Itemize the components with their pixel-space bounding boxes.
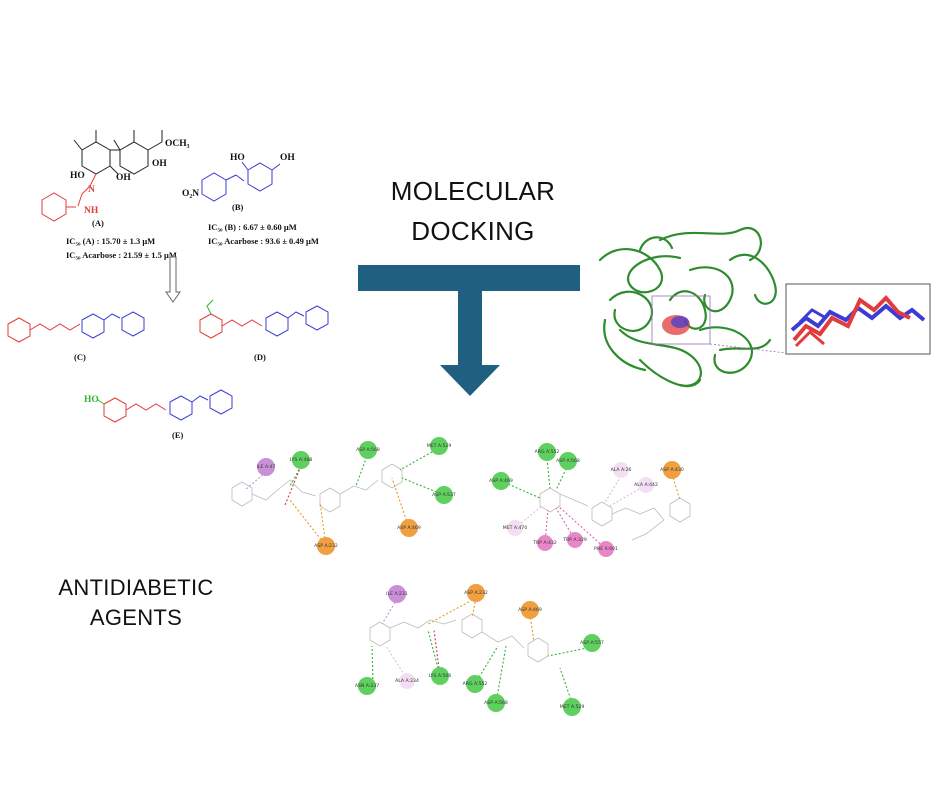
group-oh-b: OH: [280, 153, 295, 163]
map2-res-0: ARG A:552: [535, 449, 560, 455]
group-nh-a: NH: [84, 206, 99, 216]
map1-res-5: ASP A:469: [397, 525, 421, 531]
map3-res-6: LYS A:506: [429, 673, 452, 679]
outcome-title-line1: ANTIDIABETIC: [58, 575, 214, 600]
map2-res-7: TRP A:432: [532, 540, 557, 546]
map3-res-4: ASN A:237: [355, 683, 379, 689]
group-och3-a: OCH₃: [165, 139, 190, 149]
interaction-map-2: ARG A:552 ASP A:568 ASP A:469 ALA A:26 A…: [489, 443, 691, 557]
group-ho-a: HO: [70, 171, 85, 181]
outcome-title-line2: AGENTS: [89, 605, 183, 630]
compound-e-structure: [97, 389, 233, 423]
map3-res-5: ALA A:234: [395, 678, 419, 684]
compound-b-ic50-2: IC₅₀ Acarbose : 93.6 ± 0.49 μM: [208, 236, 319, 246]
protein-ligand-site: [651, 295, 787, 354]
compound-a-labels: HO OH OH OCH₃ NH N (A) IC₅₀ (A) : 15.70 …: [66, 139, 190, 260]
compound-b-ic50-1: IC₅₀ (B) : 6.67 ± 0.60 μM: [208, 222, 297, 232]
map2-res-9: PHE A:601: [594, 546, 618, 552]
map2-res-1: ASP A:568: [556, 458, 580, 464]
compound-d-structure: [199, 299, 329, 339]
compound-a-ic50-1: IC₅₀ (A) : 15.70 ± 1.3 μM: [66, 236, 155, 246]
compound-c-structure: [7, 311, 145, 343]
map1-res-4: ASP A:537: [432, 492, 456, 498]
map1-res-1: LYS A:488: [290, 457, 313, 463]
interaction-map-1: ILE A:47 LYS A:488 ASP A:568 MET A:529 A…: [231, 437, 456, 555]
map1-res-6: ASP A:232: [314, 543, 338, 549]
method-title: MOLECULAR DOCKING: [368, 174, 578, 248]
protein-structure: [598, 226, 777, 388]
map3-res-2: ASP A:469: [518, 607, 542, 613]
compound-c-label: (C): [74, 352, 86, 362]
map3-res-7: ARG A:552: [463, 681, 488, 687]
method-title-line2: DOCKING: [411, 216, 535, 246]
map1-res-3: MET A:529: [427, 443, 452, 449]
map2-res-2: ASP A:469: [489, 478, 513, 484]
compound-e-label: (E): [172, 430, 184, 440]
compound-a-label: (A): [92, 218, 104, 228]
group-n-a: N: [88, 185, 95, 195]
compound-b-label: (B): [232, 202, 244, 212]
outcome-title: ANTIDIABETIC AGENTS: [36, 573, 236, 633]
docking-flow-arrow: [358, 265, 580, 396]
compound-d-label: (D): [254, 352, 266, 362]
synthesis-arrow: [165, 256, 181, 303]
map2-res-6: MET A:470: [503, 525, 528, 531]
ligand-overlay-inset: [785, 283, 931, 355]
group-oh-a1: OH: [116, 173, 131, 183]
map2-res-5: ASP A:430: [660, 467, 684, 473]
map3-res-9: MET A:529: [560, 704, 585, 710]
compound-a-ic50-2: IC₅₀ Acarbose : 21.59 ± 1.5 μM: [66, 250, 177, 260]
compound-b-labels: HO OH O₂N (B) IC₅₀ (B) : 6.67 ± 0.60 μM …: [182, 153, 319, 246]
map2-res-3: ALA A:26: [611, 467, 632, 473]
map2-res-4: ALA A:442: [634, 482, 658, 488]
map1-res-0: ILE A:47: [257, 464, 276, 470]
compound-a-red-fragment: [41, 173, 97, 222]
interaction-map-3: ILE A:231 ASP A:232 ASP A:469 ASP A:557 …: [355, 584, 604, 716]
map1-res-2: ASP A:568: [356, 447, 380, 453]
map3-res-8: ASP A:568: [484, 700, 508, 706]
group-ho-e: HO: [84, 395, 99, 405]
map3-res-3: ASP A:557: [580, 640, 604, 646]
map3-res-1: ASP A:232: [464, 590, 488, 596]
compound-a-structure: [73, 130, 163, 175]
group-ho-b: HO: [230, 153, 245, 163]
group-o2n-b: O₂N: [182, 189, 199, 199]
group-oh-a2: OH: [152, 159, 167, 169]
map2-res-8: TRP A:329: [562, 537, 587, 543]
compound-b-structure: [201, 161, 281, 202]
map3-res-0: ILE A:231: [386, 591, 408, 597]
method-title-line1: MOLECULAR: [390, 176, 556, 206]
